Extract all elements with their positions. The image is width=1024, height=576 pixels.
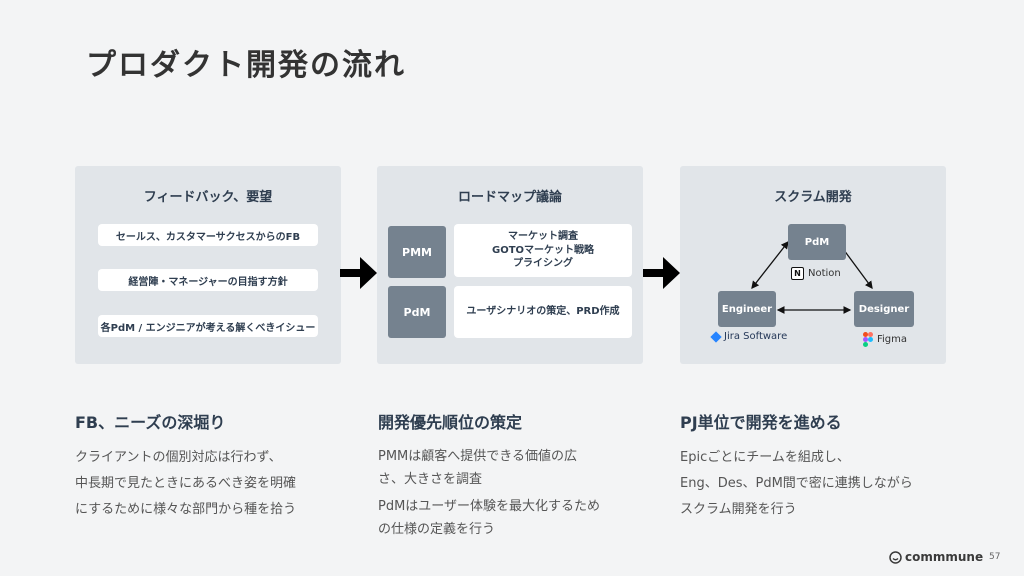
jira-label: Jira Software xyxy=(724,331,788,342)
notion-tool: N Notion xyxy=(791,267,841,280)
roadmap-panel: ロードマップ議論 PMM マーケット調査 GOTOマーケット戦略 プライシング … xyxy=(377,166,643,364)
section-title-priority: 開発優先順位の策定 xyxy=(378,413,523,432)
page-title: プロダクト開発の流れ xyxy=(86,48,406,83)
section-line: の仕様の定義を行う xyxy=(378,522,496,537)
brand-name: commmune xyxy=(905,550,984,564)
section-text-fb: クライアントの個別対応は行わず、 中長期で見たときにあるべき姿を明確 にするため… xyxy=(75,445,296,523)
commmune-logo-icon xyxy=(889,550,902,564)
section-line: PMMは顧客へ提供できる価値の広 xyxy=(378,449,578,464)
section-title-fb: FB、ニーズの深堀り xyxy=(75,413,226,432)
page-number: 57 xyxy=(989,552,1001,562)
pdm-tasks: ユーザシナリオの策定、PRD作成 xyxy=(454,286,632,338)
flow-arrow-icon xyxy=(340,257,377,289)
scrum-panel-title: スクラム開発 xyxy=(774,190,852,205)
section-line: さ、大きさを調査 xyxy=(378,472,483,487)
section-line: クライアントの個別対応は行わず、 xyxy=(75,450,282,465)
feedback-item: 経営陣・マネージャーの目指す方針 xyxy=(98,269,318,291)
feedback-item: セールス、カスタマーサクセスからのFB xyxy=(98,224,318,246)
notion-label: Notion xyxy=(808,268,841,279)
scrum-engineer-node: Engineer xyxy=(718,291,776,327)
scrum-panel: スクラム開発 PdM N Notion Engineer Designer Ji… xyxy=(680,166,946,364)
section-line: Epicごとにチームを組成し、 xyxy=(680,450,850,465)
figma-label: Figma xyxy=(877,334,908,345)
flow-arrow-icon xyxy=(643,257,680,289)
pdm-box: PdM xyxy=(388,286,446,338)
section-text-priority: PMMは顧客へ提供できる価値の広 さ、大きさを調査 PdMはユーザー体験を最大化… xyxy=(378,445,600,541)
section-line: スクラム開発を行う xyxy=(680,502,797,517)
feedback-item: 各PdM / エンジニアが考える解くべきイシュー xyxy=(98,315,318,337)
section-line: 中長期で見たときにあるべき姿を明確 xyxy=(75,476,297,491)
section-title-pj: PJ単位で開発を進める xyxy=(680,413,842,432)
notion-icon: N xyxy=(791,267,804,280)
pmm-task-line: プライシング xyxy=(513,258,573,270)
jira-tool: Jira Software xyxy=(710,330,788,343)
roadmap-panel-title: ロードマップ議論 xyxy=(457,190,562,205)
pmm-tasks: マーケット調査 GOTOマーケット戦略 プライシング xyxy=(454,224,632,277)
brand-logo: commmune xyxy=(889,550,983,564)
section-line: PdMはユーザー体験を最大化するため xyxy=(378,499,601,514)
scrum-pdm-node: PdM xyxy=(788,224,846,260)
figma-icon xyxy=(863,332,873,347)
pmm-task-line: GOTOマーケット戦略 xyxy=(491,244,595,256)
pdm-task-line: ユーザシナリオの策定、PRD作成 xyxy=(466,306,620,318)
pmm-task-line: マーケット調査 xyxy=(508,231,578,243)
feedback-panel: フィードバック、要望 セールス、カスタマーサクセスからのFB 経営陣・マネージャ… xyxy=(75,166,341,364)
section-text-pj: Epicごとにチームを組成し、 Eng、Des、PdM間で密に連携しながら スク… xyxy=(680,445,913,523)
jira-icon xyxy=(710,330,722,343)
figma-tool: Figma xyxy=(863,332,907,347)
section-line: にするために様々な部門から種を拾う xyxy=(75,502,297,517)
pmm-box: PMM xyxy=(388,226,446,278)
feedback-panel-title: フィードバック、要望 xyxy=(143,190,273,205)
scrum-designer-node: Designer xyxy=(854,291,914,327)
section-line: Eng、Des、PdM間で密に連携しながら xyxy=(680,476,913,491)
